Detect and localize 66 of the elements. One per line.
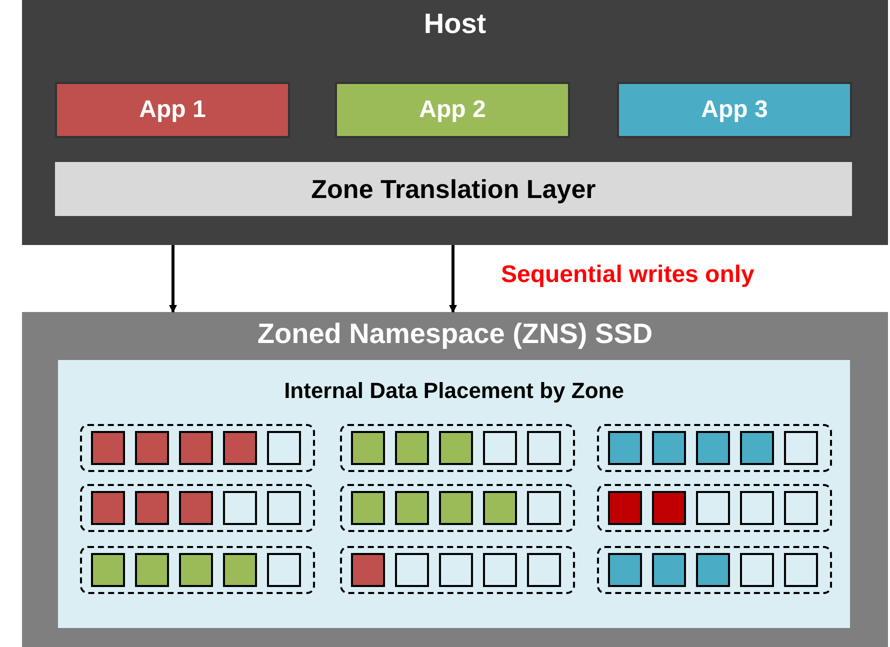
storage-block (483, 431, 517, 465)
storage-block (395, 491, 429, 525)
storage-block (439, 553, 473, 587)
storage-block (179, 553, 213, 587)
zone-outline (597, 424, 832, 472)
zone-outline (597, 484, 832, 532)
storage-block (652, 431, 686, 465)
panel-title: Host (422, 8, 488, 40)
storage-block (439, 491, 473, 525)
storage-block (784, 431, 818, 465)
storage-block (740, 553, 774, 587)
zone-outline (80, 546, 315, 594)
storage-block (351, 553, 385, 587)
storage-block (179, 431, 213, 465)
storage-block (608, 553, 642, 587)
zone-outline (340, 484, 575, 532)
storage-block (527, 553, 561, 587)
zone-outline (597, 546, 832, 594)
storage-block (439, 431, 473, 465)
storage-block (652, 491, 686, 525)
host-panel (22, 0, 888, 245)
storage-block (179, 491, 213, 525)
arrow (449, 245, 457, 313)
arrow (169, 245, 177, 313)
storage-block (527, 431, 561, 465)
storage-block (395, 431, 429, 465)
storage-block (395, 553, 429, 587)
storage-block (696, 491, 730, 525)
panel-title: Zoned Namespace (ZNS) SSD (256, 318, 654, 350)
storage-block (483, 553, 517, 587)
zone-outline (80, 424, 315, 472)
storage-block (223, 431, 257, 465)
panel-title: Internal Data Placement by Zone (283, 378, 625, 404)
storage-block (740, 491, 774, 525)
storage-block (267, 553, 301, 587)
zone-outline (340, 424, 575, 472)
storage-block (608, 431, 642, 465)
app-box: App 1 (55, 82, 290, 138)
storage-block (784, 491, 818, 525)
storage-block (608, 491, 642, 525)
zone-outline (340, 546, 575, 594)
app-box: App 3 (617, 82, 852, 138)
storage-block (267, 431, 301, 465)
storage-block (652, 553, 686, 587)
storage-block (351, 431, 385, 465)
storage-block (267, 491, 301, 525)
storage-block (91, 491, 125, 525)
storage-block (696, 431, 730, 465)
storage-block (223, 491, 257, 525)
layer-bar: Zone Translation Layer (55, 162, 852, 216)
storage-block (784, 553, 818, 587)
placement-area (58, 360, 850, 628)
storage-block (483, 491, 517, 525)
ssd-panel (22, 312, 888, 647)
storage-block (91, 553, 125, 587)
storage-block (223, 553, 257, 587)
storage-block (740, 431, 774, 465)
storage-block (135, 553, 169, 587)
zone-outline (80, 484, 315, 532)
storage-block (91, 431, 125, 465)
storage-block (696, 553, 730, 587)
storage-block (135, 431, 169, 465)
storage-block (527, 491, 561, 525)
storage-block (351, 491, 385, 525)
app-box: App 2 (335, 82, 570, 138)
storage-block (135, 491, 169, 525)
